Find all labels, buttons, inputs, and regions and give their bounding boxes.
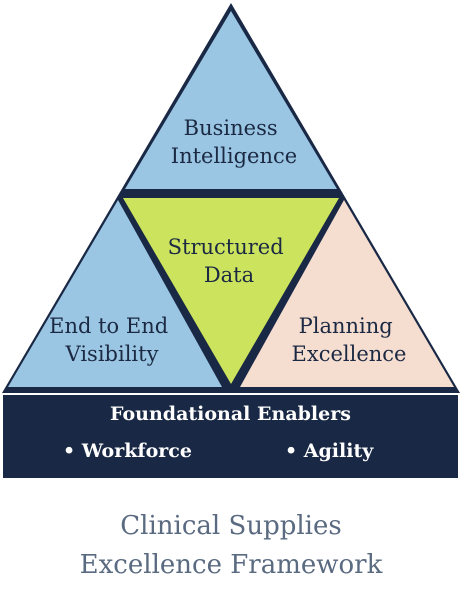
label-right: Planning Excellence bbox=[292, 314, 407, 366]
segment-right bbox=[240, 200, 454, 387]
segment-top bbox=[125, 11, 337, 189]
caption-line-1: Clinical Supplies bbox=[120, 511, 342, 541]
segment-left bbox=[8, 200, 222, 387]
label-top: Business Intelligence bbox=[171, 116, 297, 168]
foundation-base: Foundational Enablers • Workforce • Agil… bbox=[3, 395, 458, 478]
label-center: Structured Data bbox=[168, 235, 291, 287]
foundation-title: Foundational Enablers bbox=[110, 403, 351, 425]
segment-center bbox=[123, 198, 339, 384]
foundation-item-workforce: • Workforce bbox=[63, 440, 192, 462]
label-left: End to End Visibility bbox=[49, 314, 175, 366]
pyramid-diagram: Business Intelligence Structured Data En… bbox=[2, 3, 460, 393]
foundation-item-agility: • Agility bbox=[285, 440, 374, 462]
caption-line-2: Excellence Framework bbox=[79, 550, 383, 580]
